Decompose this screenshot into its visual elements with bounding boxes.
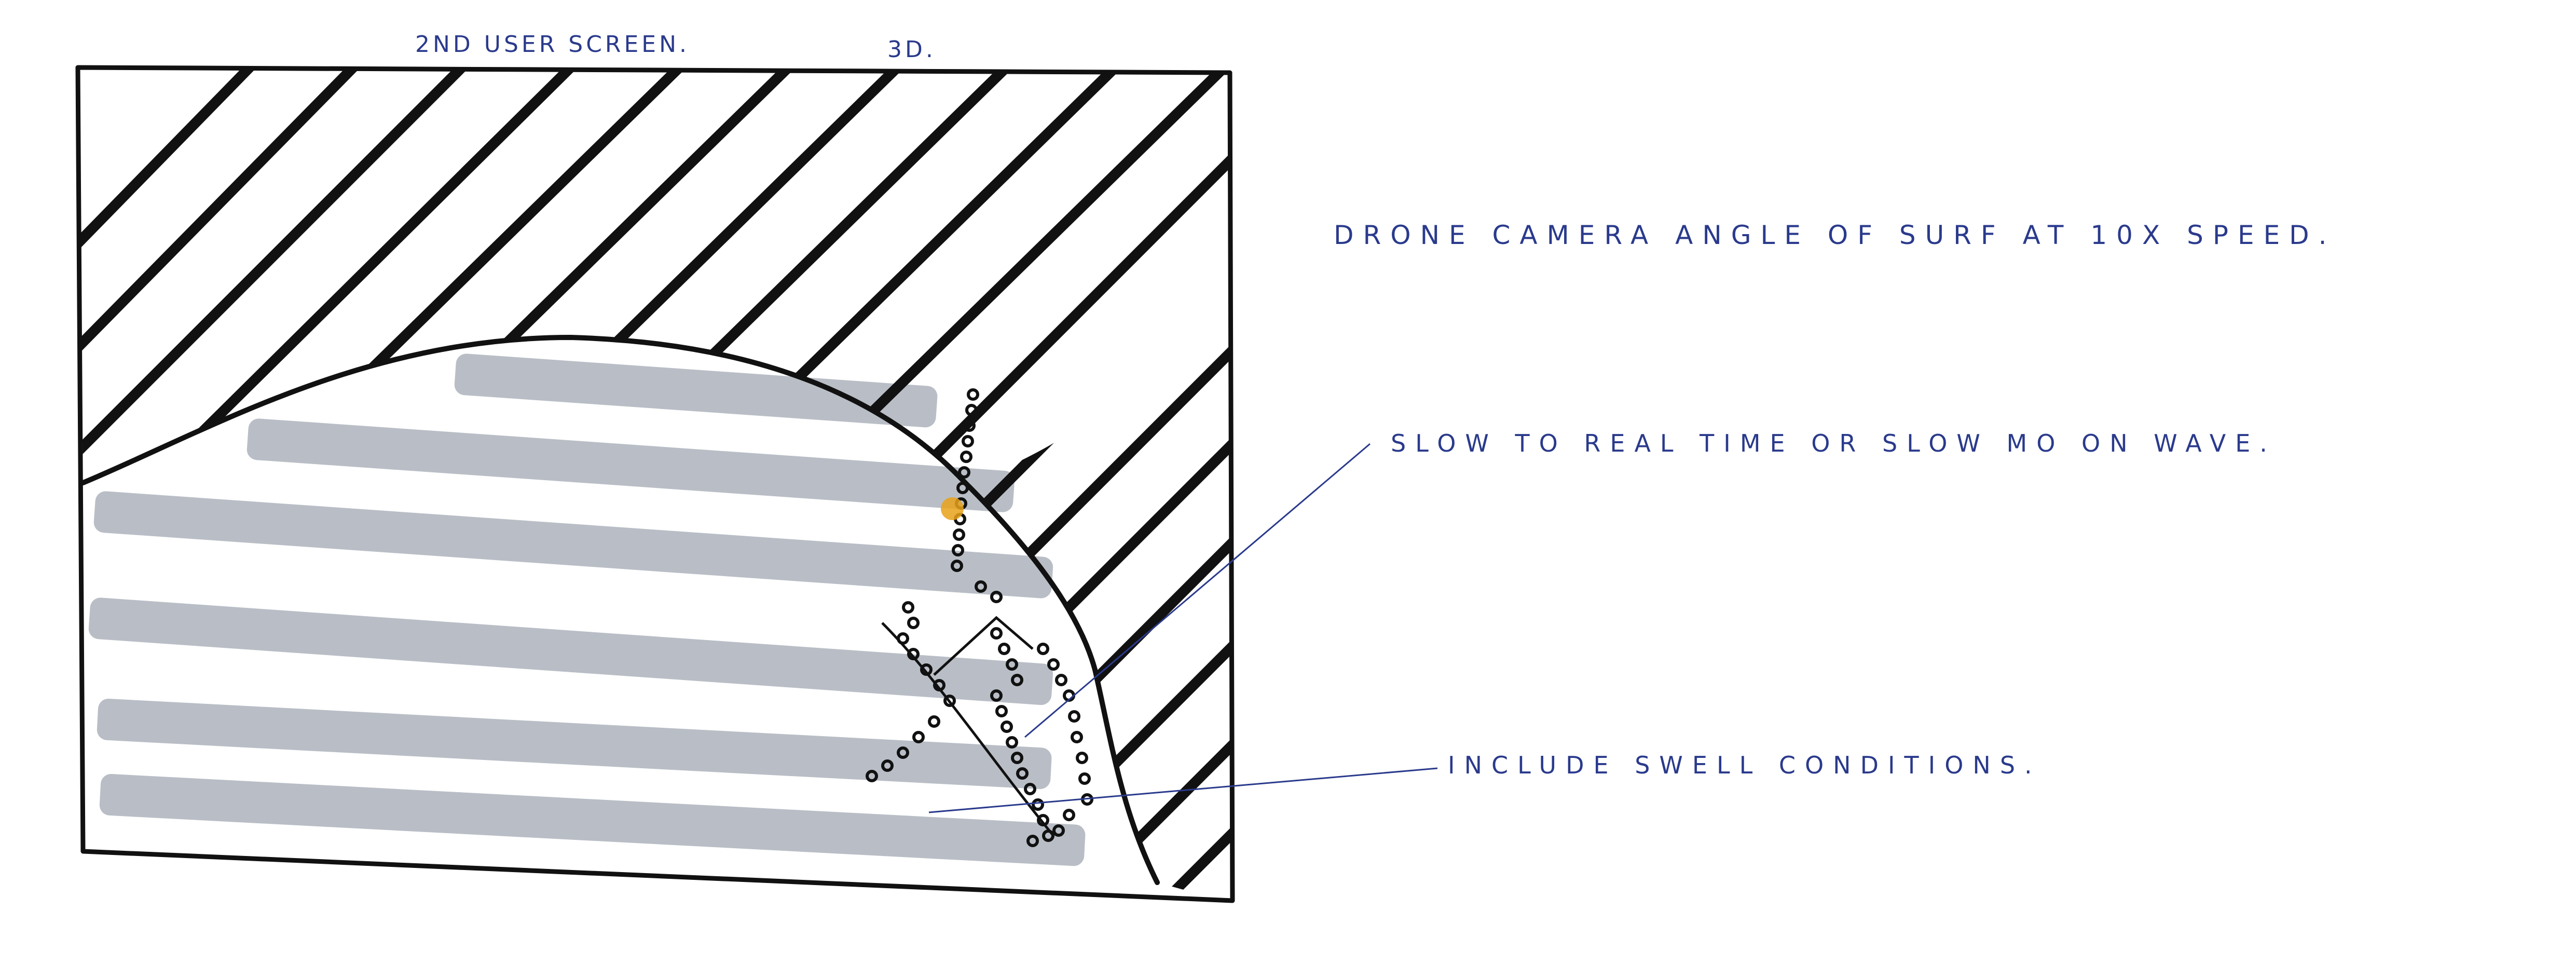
swell-stripe xyxy=(93,491,1053,599)
mode-label: 3D. xyxy=(887,36,936,63)
note-swell-conditions: INCLUDE SWELL CONDITIONS. xyxy=(1448,751,2041,779)
swell-stripe xyxy=(97,698,1052,790)
swell-stripes xyxy=(88,353,1086,866)
slow-mo-leader-line xyxy=(1025,444,1370,737)
swell-stripe xyxy=(99,773,1086,866)
swell-stripe xyxy=(454,353,938,428)
note-drone-camera: DRONE CAMERA ANGLE OF SURF AT 10X SPEED. xyxy=(1334,220,2336,250)
note-slow-motion: SLOW TO REAL TIME OR SLOW MO ON WAVE. xyxy=(1391,429,2277,457)
surfer-highlight xyxy=(941,497,964,520)
screen-label: 2ND USER SCREEN. xyxy=(415,31,690,58)
sky-hatching xyxy=(52,47,1245,514)
swell-stripe xyxy=(246,418,1015,513)
